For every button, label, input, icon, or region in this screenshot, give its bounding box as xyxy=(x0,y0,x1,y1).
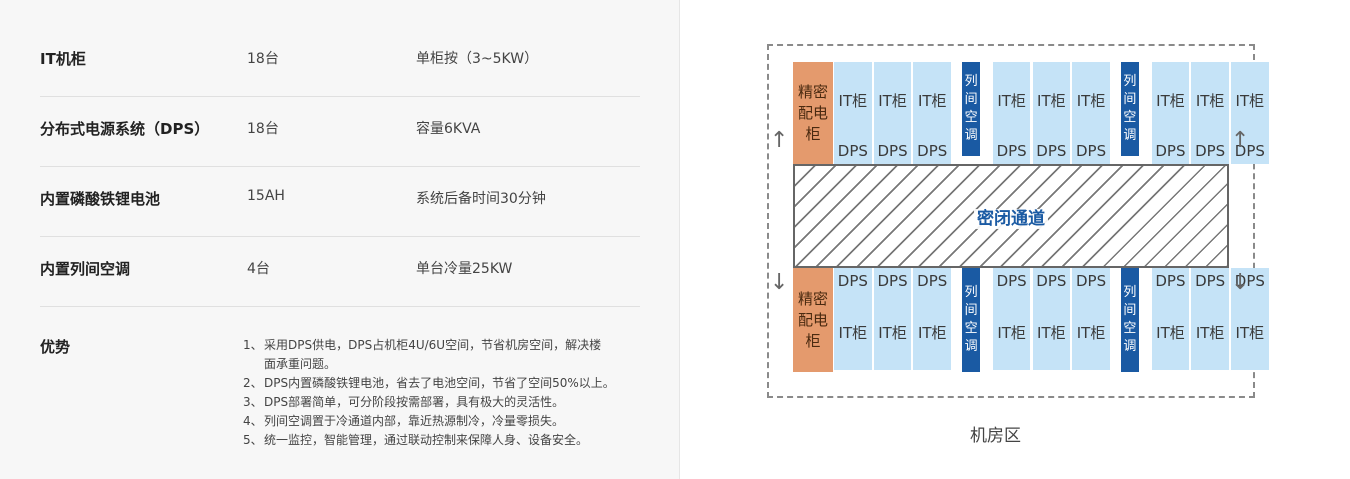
spec-value: 18台 xyxy=(247,51,279,67)
spec-name: 分布式电源系统（DPS） xyxy=(40,120,210,138)
advantages-title: 优势 xyxy=(40,338,71,356)
spec-name: 内置列间空调 xyxy=(40,260,131,278)
row-air-conditioner: 列 间 空 调 xyxy=(1120,268,1139,372)
advantages-list: 1、采用DPS供电，DPS占机柜4U/6U空间，节省机房空间，解决楼面承重问题。… xyxy=(243,336,673,450)
spec-note: 单柜按（3~5KW） xyxy=(416,51,539,67)
diagram-caption: 机房区 xyxy=(970,426,1021,446)
spec-row: 分布式电源系统（DPS） 18台 容量6KVA xyxy=(40,96,640,167)
advantage-text: 采用DPS供电，DPS占机柜4U/6U空间，节省机房空间，解决楼面承重问题。 xyxy=(264,338,602,371)
dps-unit: DPS xyxy=(992,268,1031,294)
row-air-conditioner: 列 间 空 调 xyxy=(1120,62,1139,156)
advantage-number: 1、 xyxy=(243,338,263,352)
dps-unit: DPS xyxy=(1072,268,1110,294)
spec-note: 单台冷量25KW xyxy=(416,261,513,277)
spec-row: 内置列间空调 4台 单台冷量25KW xyxy=(40,236,640,307)
closed-aisle: 密闭通道 xyxy=(793,164,1229,268)
spec-row: IT机柜 18台 单柜按（3~5KW） xyxy=(40,26,640,97)
it-cabinet: IT柜 xyxy=(873,62,912,138)
dps-unit: DPS xyxy=(1231,268,1269,294)
it-cabinet: IT柜 xyxy=(1032,62,1071,138)
spec-value: 18台 xyxy=(247,121,279,137)
dps-unit: DPS xyxy=(834,138,872,164)
arrow-up-icon: ↑ xyxy=(770,128,789,153)
it-cabinet: IT柜 xyxy=(834,294,872,370)
advantage-item: 5、统一监控，智能管理，通过联动控制来保障人身、设备安全。 xyxy=(243,431,673,450)
closed-aisle-label: 密闭通道 xyxy=(974,209,1048,229)
spec-name: IT机柜 xyxy=(40,50,86,68)
advantage-number: 4、 xyxy=(243,414,263,428)
dps-unit: DPS xyxy=(834,268,872,294)
dps-unit: DPS xyxy=(1151,268,1190,294)
advantage-text: 列间空调置于冷通道内部，靠近热源制冷，冷量零损失。 xyxy=(264,414,565,428)
advantage-item: 2、DPS内置磷酸铁锂电池，省去了电池空间，节省了空间50%以上。 xyxy=(243,374,673,393)
arrow-down-icon: ↓ xyxy=(770,270,789,295)
it-cabinet: IT柜 xyxy=(1151,294,1190,370)
advantage-item: 4、列间空调置于冷通道内部，靠近热源制冷，冷量零损失。 xyxy=(243,412,673,431)
it-cabinet: IT柜 xyxy=(1072,294,1110,370)
spec-panel: IT机柜 18台 单柜按（3~5KW） 分布式电源系统（DPS） 18台 容量6… xyxy=(40,0,680,479)
precision-distribution-cabinet: 精密 配电 柜 xyxy=(793,62,833,164)
precision-distribution-cabinet: 精密 配电 柜 xyxy=(793,268,833,372)
it-cabinet: IT柜 xyxy=(992,62,1031,138)
dps-unit: DPS xyxy=(1191,268,1229,294)
advantage-number: 5、 xyxy=(243,433,263,447)
machine-room-outline xyxy=(767,44,1255,398)
arrow-down-icon: ↓ xyxy=(1231,270,1250,295)
it-cabinet: IT柜 xyxy=(913,294,952,370)
dps-unit: DPS xyxy=(1151,138,1190,164)
dps-unit: DPS xyxy=(1231,138,1269,164)
it-cabinet: IT柜 xyxy=(1231,294,1269,370)
it-cabinet: IT柜 xyxy=(873,294,912,370)
dps-unit: DPS xyxy=(1191,138,1229,164)
dps-unit: DPS xyxy=(1032,268,1071,294)
it-cabinet: IT柜 xyxy=(834,62,872,138)
advantage-number: 2、 xyxy=(243,376,263,390)
spec-row: 内置磷酸铁锂电池 15AH 系统后备时间30分钟 xyxy=(40,166,640,237)
row-air-conditioner: 列 间 空 调 xyxy=(962,268,981,372)
spec-value: 4台 xyxy=(247,261,270,277)
advantage-text: 统一监控，智能管理，通过联动控制来保障人身、设备安全。 xyxy=(264,433,589,447)
advantage-number: 3、 xyxy=(243,395,263,409)
dps-unit: DPS xyxy=(992,138,1031,164)
advantage-text: DPS部署简单，可分阶段按需部署，具有极大的灵活性。 xyxy=(264,395,565,409)
spec-value: 15AH xyxy=(247,188,285,204)
it-cabinet: IT柜 xyxy=(913,62,952,138)
advantage-item: 1、采用DPS供电，DPS占机柜4U/6U空间，节省机房空间，解决楼面承重问题。 xyxy=(243,336,673,374)
it-cabinet: IT柜 xyxy=(1191,62,1229,138)
dps-unit: DPS xyxy=(1032,138,1071,164)
arrow-up-icon: ↑ xyxy=(1231,128,1250,153)
dps-unit: DPS xyxy=(873,138,912,164)
row-air-conditioner: 列 间 空 调 xyxy=(962,62,981,156)
dps-unit: DPS xyxy=(913,138,952,164)
it-cabinet: IT柜 xyxy=(1032,294,1071,370)
dps-unit: DPS xyxy=(913,268,952,294)
it-cabinet: IT柜 xyxy=(1231,62,1269,138)
dps-unit: DPS xyxy=(873,268,912,294)
advantage-text: DPS内置磷酸铁锂电池，省去了电池空间，节省了空间50%以上。 xyxy=(264,376,615,390)
it-cabinet: IT柜 xyxy=(1072,62,1110,138)
it-cabinet: IT柜 xyxy=(992,294,1031,370)
spec-name: 内置磷酸铁锂电池 xyxy=(40,190,161,208)
spec-note: 系统后备时间30分钟 xyxy=(416,191,546,207)
spec-note: 容量6KVA xyxy=(416,121,481,137)
advantage-item: 3、DPS部署简单，可分阶段按需部署，具有极大的灵活性。 xyxy=(243,393,673,412)
dps-unit: DPS xyxy=(1072,138,1110,164)
it-cabinet: IT柜 xyxy=(1191,294,1229,370)
it-cabinet: IT柜 xyxy=(1151,62,1190,138)
